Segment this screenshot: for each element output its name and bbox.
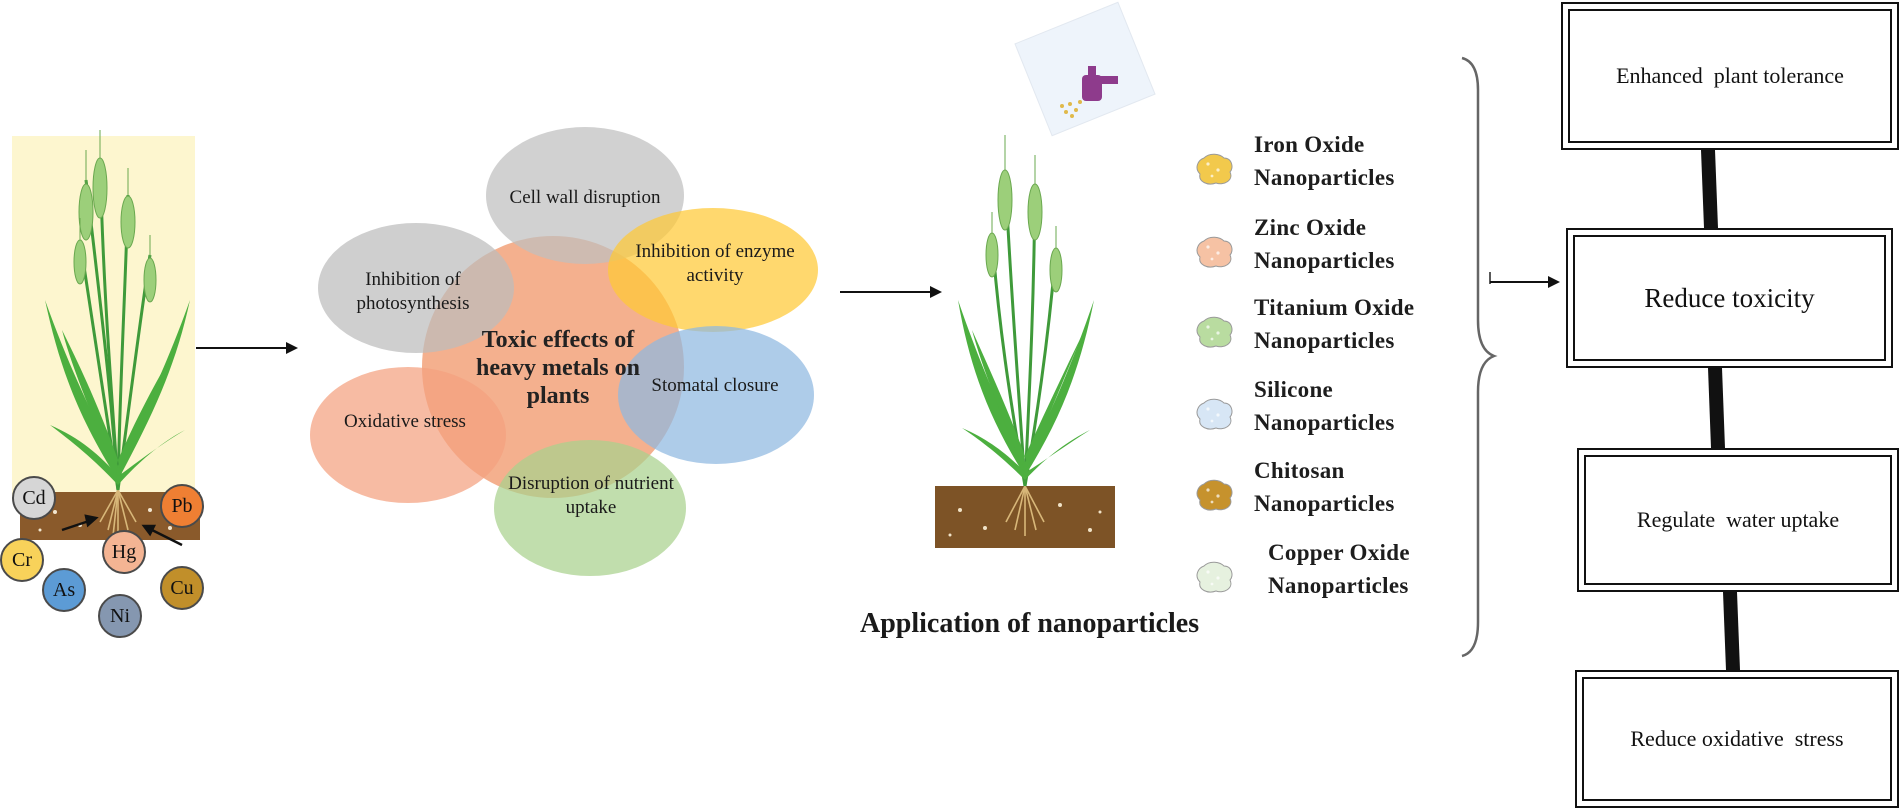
effect-label: Inhibition of photosynthesis — [356, 269, 470, 314]
outcome-box: Reduce oxidative stress — [1575, 670, 1899, 808]
outcome-box: Reduce toxicity — [1566, 228, 1893, 368]
effect-label: Stomatal closure — [651, 375, 779, 396]
application-title: Application of nanoparticles — [860, 608, 1200, 639]
metal-badge-as: As — [42, 568, 86, 612]
nanoparticle-blob-icon — [1196, 398, 1233, 430]
nanoparticle-blob-icon — [1196, 153, 1233, 185]
metal-badge-cd: Cd — [12, 476, 56, 520]
effect-petal — [310, 367, 506, 503]
metal-badge-pb: Pb — [160, 484, 204, 528]
metal-badge-ni: Ni — [98, 594, 142, 638]
effect-label: Oxidative stress — [344, 411, 466, 432]
outcome-label: Reduce oxidative stress — [1582, 677, 1892, 801]
effect-petal — [618, 326, 814, 464]
metal-badge-cr: Cr — [0, 538, 44, 582]
nanoparticle-blob-icon — [1196, 316, 1233, 348]
outcome-label: Regulate water uptake — [1584, 455, 1892, 585]
metal-badge-cu: Cu — [160, 566, 204, 610]
nanoparticle-blob-icon — [1196, 561, 1233, 593]
metal-badge-hg: Hg — [102, 530, 146, 574]
nanoparticle-blob-icon — [1196, 236, 1233, 268]
effect-label: Cell wall disruption — [509, 187, 661, 208]
toxic-effects-title: Toxic effects of heavy metals on plants — [476, 327, 640, 409]
outcome-box: Enhanced plant tolerance — [1561, 2, 1899, 150]
effect-petal — [608, 208, 818, 332]
effect-label: Inhibition of enzyme activity — [635, 241, 795, 286]
effect-petal — [494, 440, 686, 576]
nanoparticle-blob-icon — [1196, 479, 1233, 511]
outcome-label: Reduce toxicity — [1573, 235, 1886, 361]
outcome-label: Enhanced plant tolerance — [1568, 9, 1892, 143]
effect-petal — [318, 223, 514, 353]
outcome-box: Regulate water uptake — [1577, 448, 1899, 592]
effect-label: Disruption of nutrient uptake — [508, 473, 674, 518]
